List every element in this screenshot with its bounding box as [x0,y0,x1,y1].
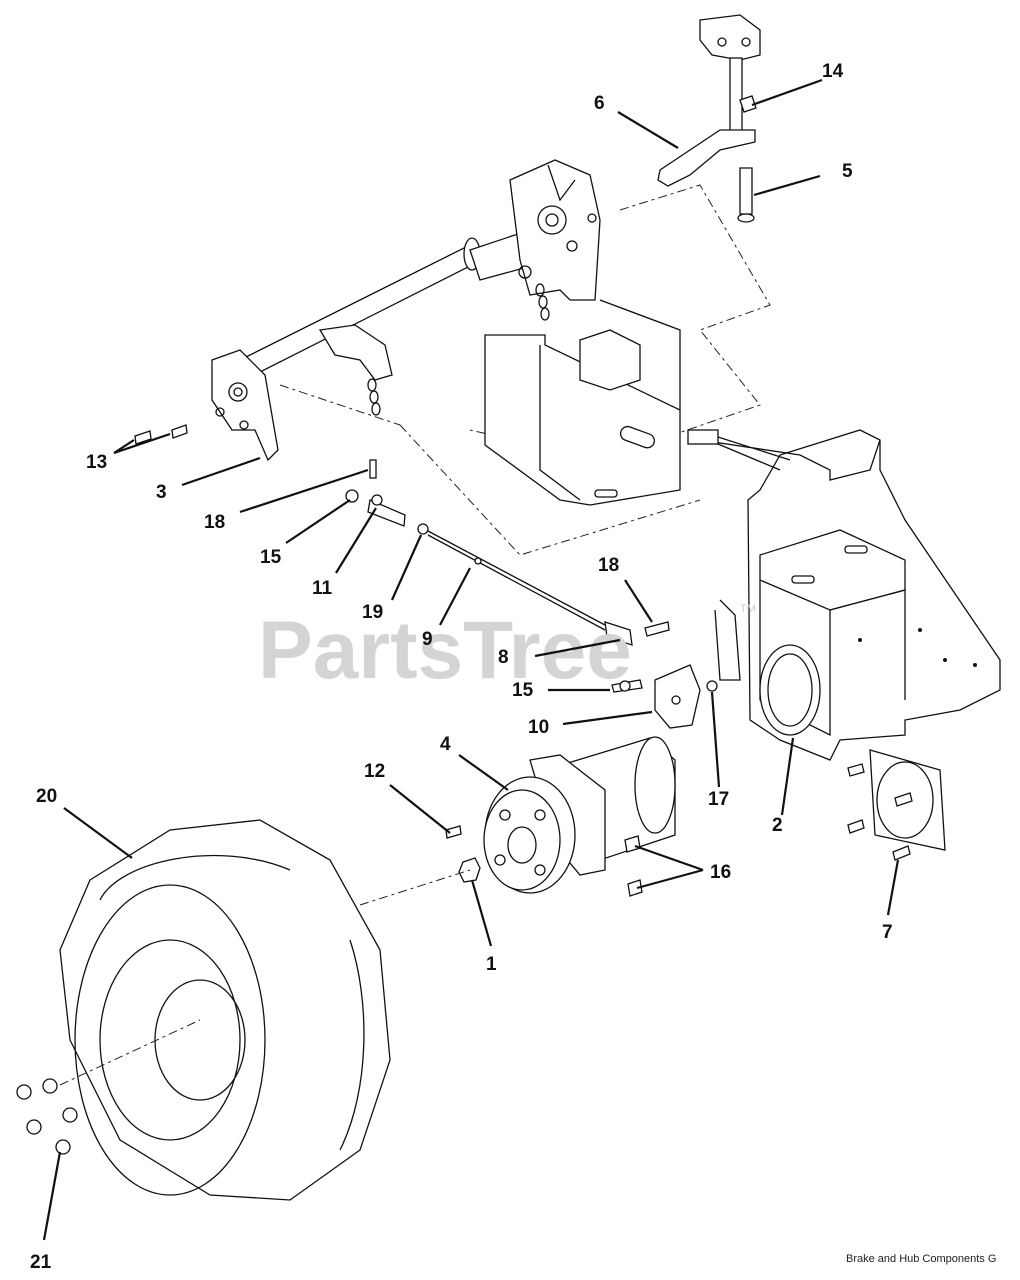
brake-linkage [345,459,718,729]
side-plate [484,299,791,506]
callout-1: 1 [486,954,497,975]
callout-19: 19 [362,602,383,623]
motor-mount-plate [847,749,946,861]
lug-nuts [16,1078,78,1155]
hub-motor [445,736,676,897]
chassis-frame [699,429,1001,761]
callout-11: 11 [312,578,333,599]
wheel-tire [59,819,471,1201]
callout-16: 16 [710,862,731,883]
brake-lever-assembly [657,14,761,223]
brake-axle-assembly [211,159,601,462]
diagram-caption: Brake and Hub Components G [846,1253,996,1265]
callout-17: 17 [708,789,729,810]
callout-6: 6 [594,93,605,114]
watermark-trademark: TM [740,603,756,615]
callout-12: 12 [364,761,385,782]
callout-21: 21 [30,1252,52,1273]
callout-18-top: 18 [204,512,225,533]
callout-9: 9 [422,629,433,650]
callout-15-bottom: 15 [512,680,534,701]
callout-8: 8 [498,647,509,668]
screws-13 [134,424,188,445]
callout-14: 14 [822,61,844,82]
callout-leaders [42,78,900,1241]
watermark-text: PartsTree [258,605,632,696]
callout-7: 7 [882,922,893,943]
callout-4: 4 [440,734,451,755]
callout-5: 5 [842,161,853,182]
callout-18-bottom: 18 [598,555,619,576]
callout-3: 3 [156,482,167,503]
callout-10: 10 [528,717,549,738]
callout-numbers: 14 6 5 13 3 18 15 11 19 9 8 18 15 10 17 … [30,61,893,1273]
callout-13: 13 [86,452,107,473]
callout-2: 2 [772,815,783,836]
callout-20: 20 [36,786,57,807]
callout-15-top: 15 [260,547,282,568]
